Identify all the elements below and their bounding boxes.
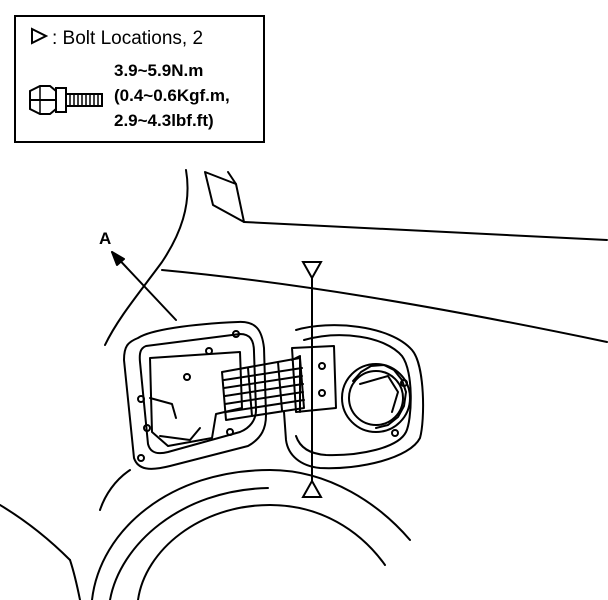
callout-leader-a (111, 251, 177, 321)
hinge-bracket (291, 345, 337, 413)
torque-spec: 3.9~5.9N.m (0.4~0.6Kgf.m, 2.9~4.3lbf.ft) (114, 58, 230, 133)
torque-line-nm: 3.9~5.9N.m (114, 61, 204, 80)
body-panel (0, 169, 608, 600)
torque-line-kgf: (0.4~0.6Kgf.m, (114, 86, 230, 105)
legend-text: : Bolt Locations, 2 (52, 28, 204, 50)
bolt-icon (26, 83, 104, 122)
torque-line-lbf: 2.9~4.3lbf.ft) (114, 111, 214, 130)
wheel-arch (91, 469, 411, 600)
hinge-arm (221, 357, 305, 421)
callout-label-a: A (99, 229, 112, 248)
fuel-cap (341, 363, 411, 437)
triangle-marker-bottom-icon (301, 478, 323, 498)
triangle-marker-top-icon (301, 261, 323, 281)
legend-title: : Bolt Locations, 2 (30, 27, 203, 51)
filler-housing (283, 324, 425, 470)
triangle-marker-icon (30, 27, 49, 51)
legend-box: : Bolt Locations, 2 3.9~5.9N.m (0.4~0.6K… (14, 15, 265, 143)
fuel-door-a (123, 320, 267, 470)
